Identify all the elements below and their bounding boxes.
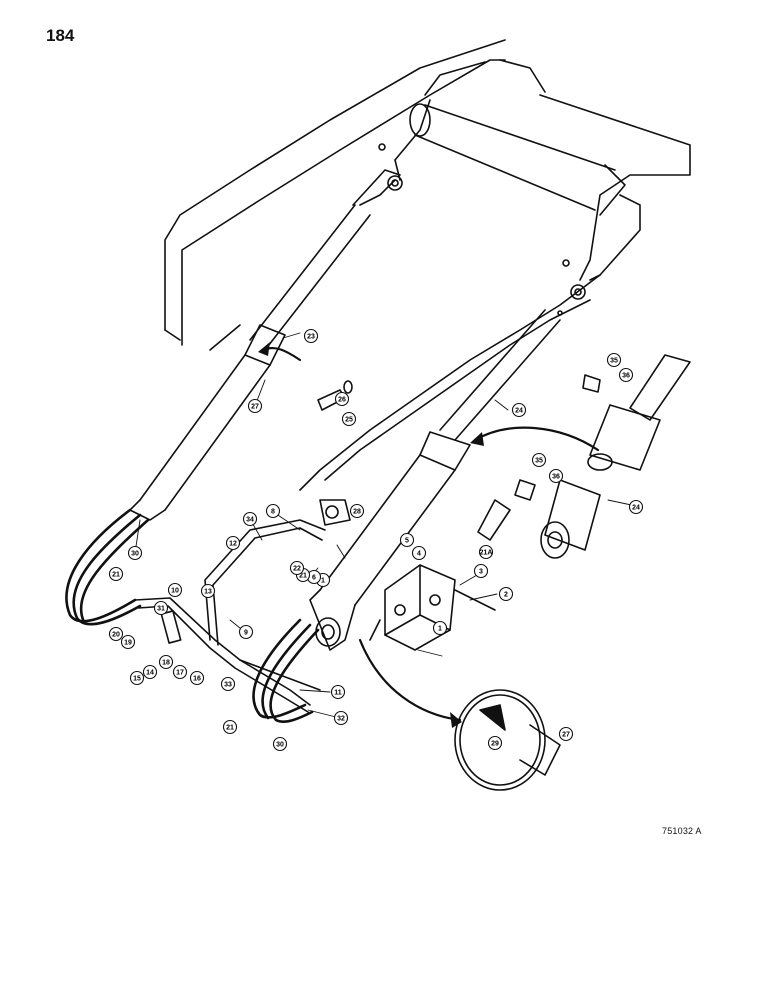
callout-24: 24 xyxy=(628,499,644,515)
svg-text:16: 16 xyxy=(193,676,201,683)
svg-text:32: 32 xyxy=(337,716,345,723)
loader-frame xyxy=(164,39,691,491)
svg-text:11: 11 xyxy=(334,690,342,697)
svg-text:12: 12 xyxy=(229,541,237,548)
callout-19: 19 xyxy=(120,634,136,650)
svg-text:13: 13 xyxy=(204,589,212,596)
svg-text:24: 24 xyxy=(515,408,523,415)
svg-text:15: 15 xyxy=(133,676,141,683)
callout-30: 30 xyxy=(127,545,143,561)
svg-text:10: 10 xyxy=(171,588,179,595)
svg-text:29: 29 xyxy=(491,741,499,748)
svg-text:1: 1 xyxy=(438,626,442,633)
svg-text:21A: 21A xyxy=(480,550,493,557)
right-lift-cylinder xyxy=(309,309,561,651)
svg-text:25: 25 xyxy=(345,417,353,424)
callout-11: 11 xyxy=(330,684,346,700)
steel-tubes xyxy=(134,519,326,713)
svg-text:9: 9 xyxy=(244,630,248,637)
svg-text:31: 31 xyxy=(157,606,165,613)
callout-36: 36 xyxy=(548,468,564,484)
svg-text:23: 23 xyxy=(307,334,315,341)
leader-lines xyxy=(134,332,637,718)
callout-1: 1 xyxy=(432,620,448,636)
callout-12: 12 xyxy=(225,535,241,551)
callout-30: 30 xyxy=(272,736,288,752)
page-number: 184 xyxy=(46,26,75,45)
hose-clamp-inset xyxy=(454,689,561,791)
callout-25: 25 xyxy=(341,411,357,427)
svg-text:28: 28 xyxy=(353,509,361,516)
svg-text:24: 24 xyxy=(632,505,640,512)
callout-10: 10 xyxy=(167,582,183,598)
svg-text:6: 6 xyxy=(312,575,316,582)
callout-32: 32 xyxy=(333,710,349,726)
callout-15: 15 xyxy=(129,670,145,686)
svg-text:3: 3 xyxy=(479,569,483,576)
callout-27: 27 xyxy=(247,398,263,414)
svg-text:21: 21 xyxy=(226,725,234,732)
svg-text:18: 18 xyxy=(162,660,170,667)
svg-text:35: 35 xyxy=(610,358,618,365)
callout-21A: 21A xyxy=(478,544,494,560)
svg-text:21: 21 xyxy=(299,573,307,580)
svg-text:33: 33 xyxy=(224,682,232,689)
svg-text:36: 36 xyxy=(552,474,560,481)
svg-text:34: 34 xyxy=(246,517,254,524)
callout-5: 5 xyxy=(399,532,415,548)
callout-28: 28 xyxy=(349,503,365,519)
callout-26: 26 xyxy=(334,391,350,407)
callout-34: 34 xyxy=(242,511,258,527)
svg-text:5: 5 xyxy=(405,538,409,545)
svg-text:8: 8 xyxy=(271,509,275,516)
callout-4: 4 xyxy=(411,545,427,561)
callout-16: 16 xyxy=(189,670,205,686)
svg-text:26: 26 xyxy=(338,397,346,404)
callout-21: 21 xyxy=(108,566,124,582)
drawing-reference-code: 751032 A xyxy=(662,826,702,836)
callout-14: 14 xyxy=(142,664,158,680)
hydraulic-hoses xyxy=(65,508,320,723)
svg-text:20: 20 xyxy=(112,632,120,639)
svg-text:2: 2 xyxy=(504,592,508,599)
svg-text:35: 35 xyxy=(535,458,543,465)
callout-36: 36 xyxy=(618,367,634,383)
svg-text:22: 22 xyxy=(293,566,301,573)
callout-21: 21 xyxy=(222,719,238,735)
callout-13: 13 xyxy=(200,583,216,599)
svg-text:4: 4 xyxy=(417,551,421,558)
callout-35: 35 xyxy=(531,452,547,468)
callout-23: 23 xyxy=(303,328,319,344)
svg-text:30: 30 xyxy=(131,551,139,558)
callout-3: 3 xyxy=(473,563,489,579)
callout-35: 35 xyxy=(606,352,622,368)
callout-33: 33 xyxy=(220,676,236,692)
callout-24: 24 xyxy=(511,402,527,418)
svg-text:21: 21 xyxy=(112,572,120,579)
svg-text:27: 27 xyxy=(251,404,259,411)
svg-text:1: 1 xyxy=(321,578,325,585)
svg-text:30: 30 xyxy=(276,742,284,749)
callout-17: 17 xyxy=(172,664,188,680)
callout-31: 31 xyxy=(153,600,169,616)
control-valve xyxy=(369,564,496,651)
callout-27: 27 xyxy=(558,726,574,742)
svg-text:36: 36 xyxy=(622,373,630,380)
callout-2: 2 xyxy=(498,586,514,602)
callout-20: 20 xyxy=(108,626,124,642)
cylinder-detail-inset xyxy=(477,354,691,559)
callout-8: 8 xyxy=(265,503,281,519)
callout-22: 22 xyxy=(289,560,305,576)
svg-text:19: 19 xyxy=(124,640,132,647)
callout-9: 9 xyxy=(238,624,254,640)
callout-29: 29 xyxy=(487,735,503,751)
callout-18: 18 xyxy=(158,654,174,670)
svg-text:27: 27 xyxy=(562,732,570,739)
svg-text:17: 17 xyxy=(176,670,184,677)
left-lift-cylinder xyxy=(129,169,401,521)
svg-text:14: 14 xyxy=(146,670,154,677)
